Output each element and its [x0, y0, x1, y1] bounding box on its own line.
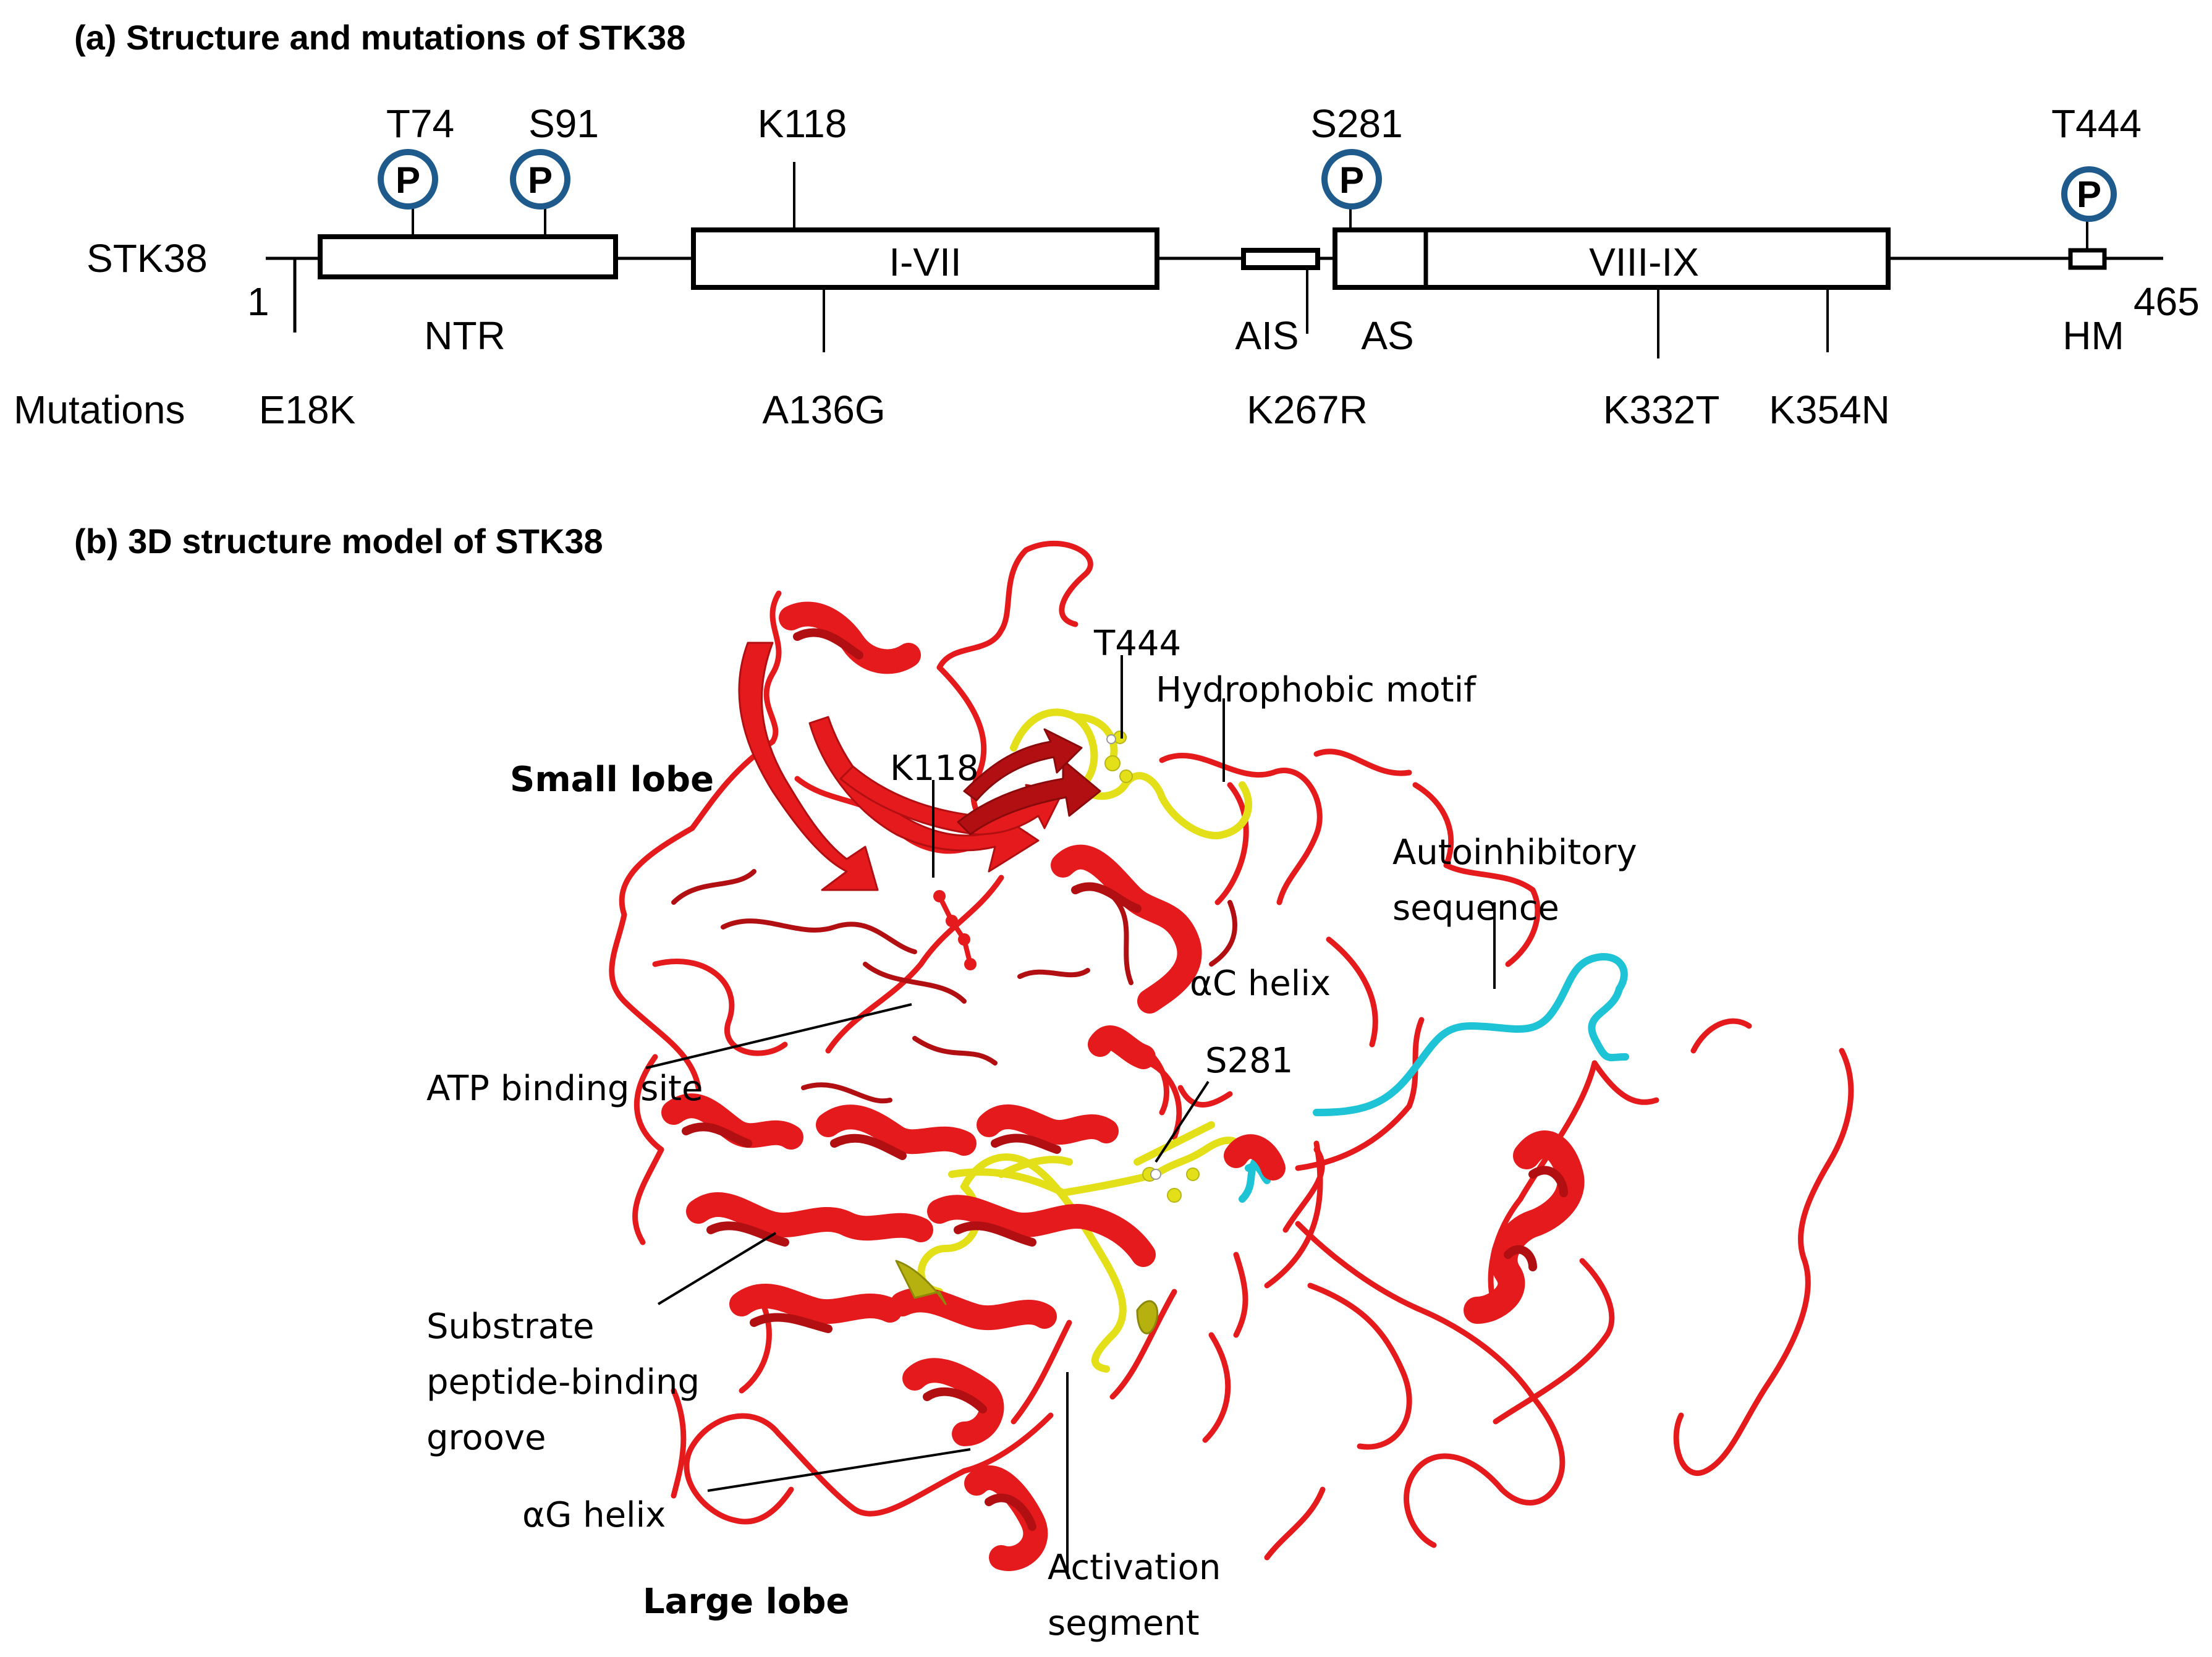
label-t444: T444 — [2051, 101, 2142, 146]
svg-text:P: P — [2077, 174, 2101, 215]
label-k118-3d: K118 — [890, 748, 979, 789]
label-large-lobe: Large lobe — [643, 1582, 849, 1622]
label-ais: AIS — [1235, 313, 1299, 358]
svg-text:P: P — [528, 159, 553, 201]
mutation-k267r: K267R — [1247, 388, 1368, 432]
domain-box-hm — [2068, 248, 2107, 270]
label-ac-helix: αC helix — [1190, 964, 1331, 1004]
label-s91: S91 — [528, 101, 599, 146]
panel-b: (b) 3D structure model of STK38 — [74, 522, 1854, 1643]
svg-text:P: P — [396, 159, 420, 201]
label-substrate-line1: Substrate — [426, 1307, 594, 1347]
label-t444-3d: T444 — [1093, 624, 1181, 664]
leader-lines — [645, 655, 1496, 1573]
mutation-e18k: E18K — [259, 388, 356, 432]
label-viii-ix: VIII-IX — [1589, 240, 1699, 284]
label-autoinhibitory-line1: Autoinhibitory — [1392, 833, 1637, 873]
mutation-k354n: K354N — [1769, 388, 1890, 432]
domain-box-ntr — [318, 234, 618, 279]
label-substrate-line2: peptide-binding — [426, 1362, 700, 1402]
label-ag-helix: αG helix — [522, 1495, 666, 1535]
label-hydrophobic-motif: Hydrophobic motif — [1156, 670, 1477, 710]
label-k118: K118 — [758, 101, 847, 146]
phospho-t74-icon: P — [378, 149, 438, 210]
label-substrate-line3: groove — [426, 1418, 546, 1458]
panel-a: (a) Structure and mutations of STK38 P P — [14, 18, 2200, 432]
mutation-a136g: A136G — [762, 388, 885, 432]
panel-b-title: (b) 3D structure model of STK38 — [74, 522, 603, 561]
label-autoinhibitory-line2: sequence — [1392, 888, 1559, 928]
domain-box-ais — [1241, 248, 1320, 270]
mutation-k332t: K332T — [1603, 388, 1720, 432]
panel-a-title: (a) Structure and mutations of STK38 — [74, 18, 685, 57]
protein-ribbon-model — [609, 541, 1854, 1571]
label-mutations: Mutations — [14, 388, 185, 432]
phospho-t444-icon: P — [2061, 166, 2117, 222]
label-s281-3d: S281 — [1205, 1041, 1293, 1081]
label-start-residue: 1 — [247, 279, 269, 324]
domain-box-i-vii — [691, 227, 1159, 290]
phospho-s91-icon: P — [510, 149, 570, 210]
leader-s281 — [1155, 1080, 1210, 1163]
svg-text:P: P — [1339, 159, 1364, 201]
label-activation-line2: segment — [1048, 1603, 1200, 1643]
label-ntr: NTR — [424, 313, 506, 358]
leader-ag-helix — [707, 1448, 971, 1492]
label-hm: HM — [2062, 313, 2124, 358]
leader-atp-site — [645, 1003, 912, 1069]
label-activation-line1: Activation — [1048, 1548, 1221, 1588]
label-t74: T74 — [386, 101, 454, 146]
label-end-residue: 465 — [2134, 279, 2200, 324]
phospho-s281-icon: P — [1321, 149, 1382, 210]
label-protein: STK38 — [87, 236, 208, 281]
leader-substrate-groove — [657, 1232, 777, 1305]
label-as: AS — [1361, 313, 1413, 358]
label-atp-binding-site: ATP binding site — [426, 1069, 703, 1109]
label-small-lobe: Small lobe — [510, 760, 714, 800]
label-s281: S281 — [1310, 101, 1402, 146]
label-i-vii: I-VII — [889, 240, 961, 284]
